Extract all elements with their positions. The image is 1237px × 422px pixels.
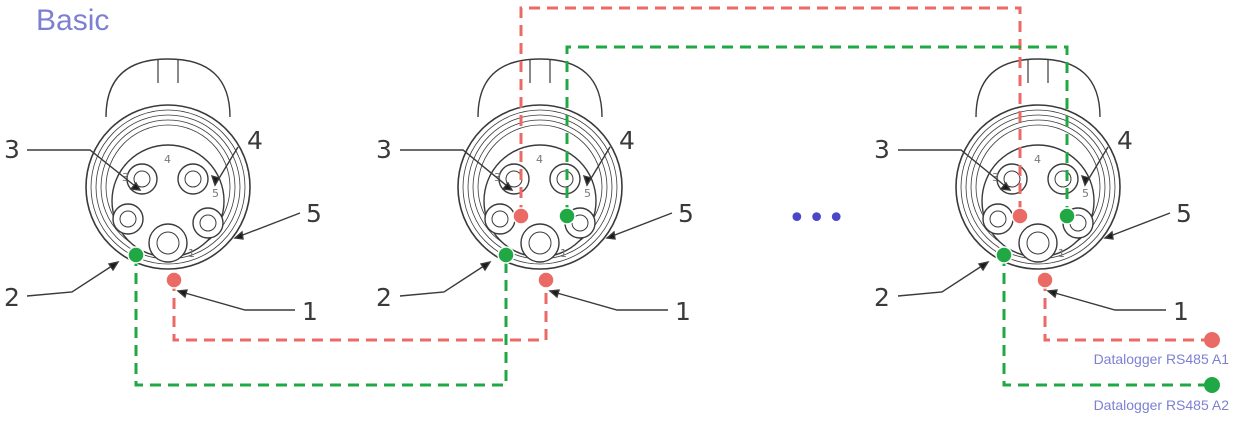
pin4-dot-a2: [1058, 207, 1076, 225]
pin1-dot-a1: [1036, 271, 1054, 289]
ellipsis-indicator: •••: [788, 201, 847, 236]
pin2-dot-a2: [497, 246, 515, 264]
connector-1: [85, 58, 251, 270]
pin-label-2: 2: [4, 283, 20, 312]
pin2-dot-a2: [995, 246, 1013, 264]
pin-dots: [127, 207, 1076, 289]
wire-a1: [172, 6, 1205, 342]
pin-leaders: [26, 146, 1171, 311]
pin4-dot-a2: [558, 207, 576, 225]
pin-label-3: 3: [376, 135, 392, 164]
pin1-dot-a1: [537, 271, 555, 289]
pin3-dot-a1: [1011, 207, 1029, 225]
datalogger-a1-terminal-icon: [1204, 332, 1220, 348]
datalogger-a2-terminal-icon: [1204, 377, 1220, 393]
pin-label-1: 1: [302, 297, 318, 326]
pin-label-1: 1: [675, 297, 691, 326]
pin-label-4: 4: [247, 126, 263, 155]
pin-label-4: 4: [619, 126, 635, 155]
wire-a2: [134, 45, 1205, 387]
pin-label-2: 2: [376, 283, 392, 312]
pin-label-1: 1: [1173, 297, 1189, 326]
pin3-dot-a1: [512, 207, 530, 225]
pin-label-3: 3: [874, 135, 890, 164]
pin-label-5: 5: [1176, 199, 1192, 228]
datalogger-a1-label: Datalogger RS485 A1: [1094, 351, 1230, 367]
pin-label-2: 2: [874, 283, 890, 312]
pin-label-3: 3: [4, 135, 20, 164]
pin-label-5: 5: [678, 199, 694, 228]
connector-2: [457, 58, 623, 270]
pin-label-4: 4: [1117, 126, 1133, 155]
pin1-dot-a1: [165, 271, 183, 289]
pin2-dot-a2: [127, 246, 145, 264]
datalogger-a2-label: Datalogger RS485 A2: [1094, 397, 1230, 413]
connector-n: [955, 58, 1121, 270]
page-title: Basic: [36, 4, 110, 37]
pin-label-5: 5: [306, 199, 322, 228]
